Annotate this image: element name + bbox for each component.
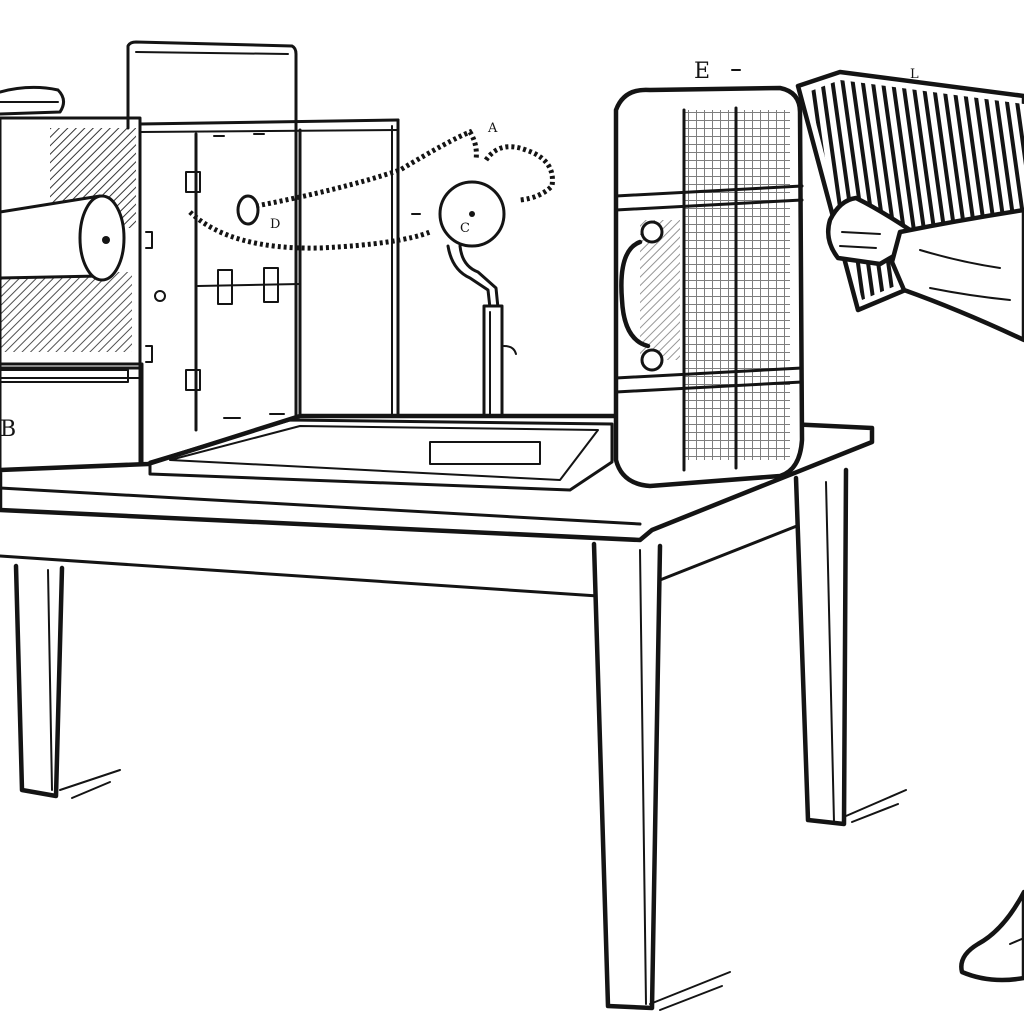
coil-wheel-icon: C [438, 180, 517, 448]
cabinet: D [126, 40, 400, 472]
label-a: A [487, 121, 498, 136]
label-d: D [270, 217, 280, 232]
table [0, 413, 907, 1011]
beaded-cords: A [188, 121, 555, 251]
label-l: L [910, 67, 919, 82]
drum-apparatus: B [0, 85, 144, 476]
cylinder-drum-icon [0, 194, 126, 282]
label-e: E [694, 59, 710, 84]
battery-case-icon: E [613, 59, 805, 489]
hand-and-sleeve [826, 195, 1024, 983]
label-b: B [0, 417, 16, 442]
label-c: C [460, 221, 470, 236]
